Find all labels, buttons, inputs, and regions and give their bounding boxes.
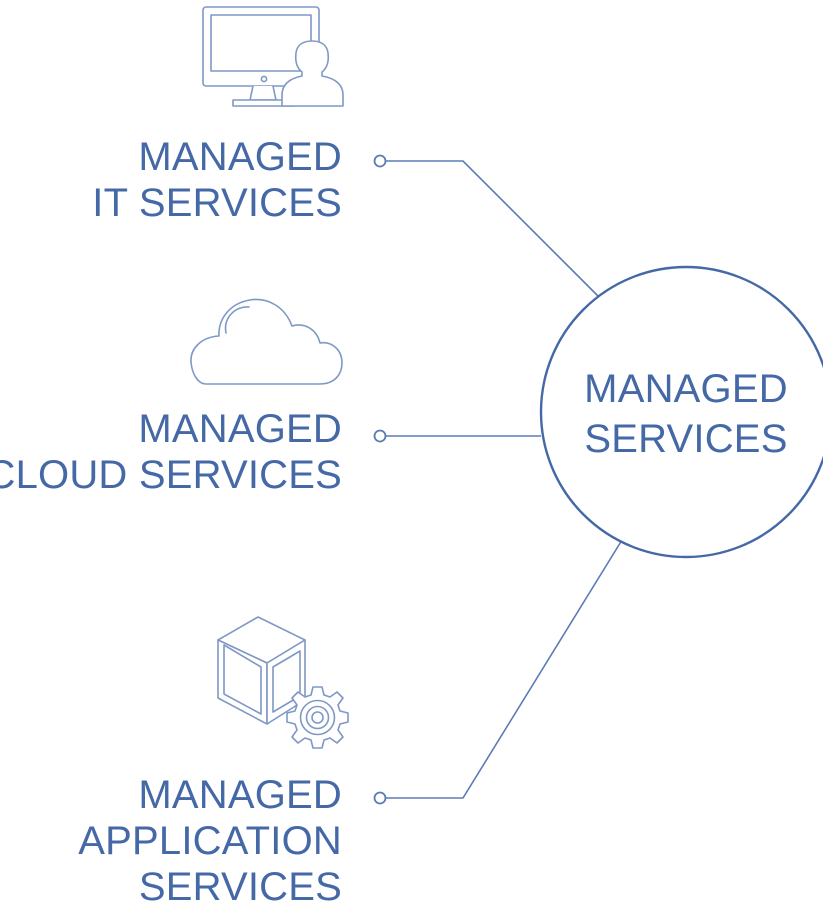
service-label-it-line-2: IT SERVICES xyxy=(92,181,342,225)
service-label-it-line-1: MANAGED xyxy=(138,135,342,179)
service-label-application-line-2: APPLICATION xyxy=(78,819,342,863)
service-label-application-line-3: SERVICES xyxy=(138,865,342,909)
hub-label-line-2: SERVICES xyxy=(584,417,788,461)
connector-dot-app xyxy=(373,791,387,805)
computer-user-icon xyxy=(202,6,344,107)
hub-circle xyxy=(539,265,823,559)
connector-dot-it xyxy=(373,154,387,168)
connector-dot-cloud xyxy=(373,429,387,443)
service-label-cloud-line-1: MANAGED xyxy=(138,407,342,451)
hub-label-line-1: MANAGED xyxy=(584,367,788,411)
service-label-cloud: MANAGED CLOUD SERVICES xyxy=(0,406,342,498)
box-gear-icon xyxy=(217,616,349,749)
cloud-icon xyxy=(190,298,343,385)
service-label-application: MANAGED APPLICATION SERVICES xyxy=(78,772,342,910)
service-label-application-line-1: MANAGED xyxy=(138,773,342,817)
connector-it xyxy=(386,160,600,298)
hub-label: MANAGED SERVICES xyxy=(541,364,823,464)
service-label-it: MANAGED IT SERVICES xyxy=(92,134,342,226)
service-label-cloud-line-2: CLOUD SERVICES xyxy=(0,453,342,497)
connector-app xyxy=(386,539,623,799)
